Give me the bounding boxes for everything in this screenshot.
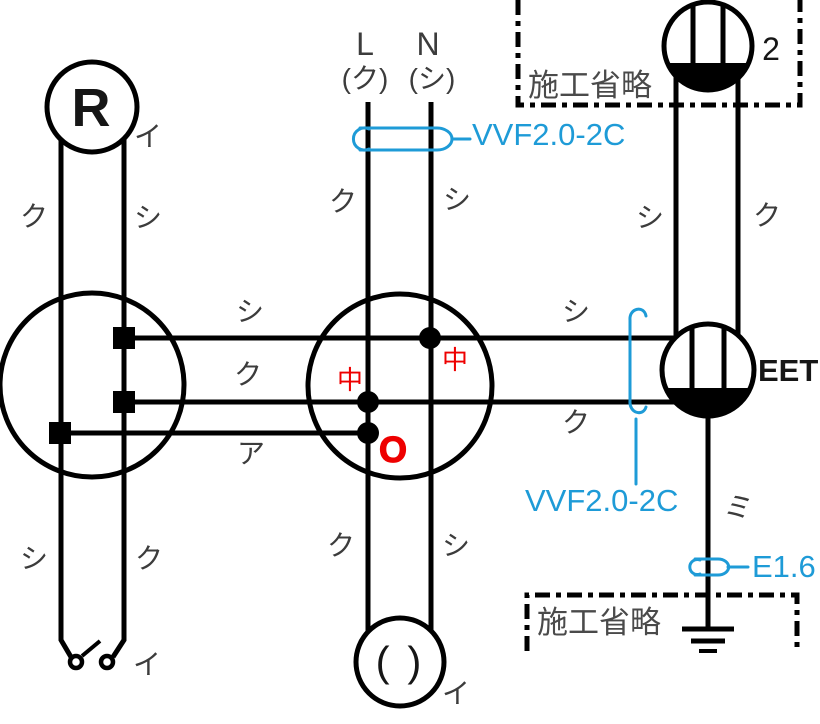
line-l-label: L [356,26,374,62]
lamp-symbol [353,615,447,709]
lamp-inner-marks: ( ) [376,638,425,685]
cable-label-source: VVF2.0-2C [472,117,625,152]
junction-dot-mid [357,391,379,413]
wire-label-switch-left: シ [20,543,48,574]
switch-lever [80,639,102,658]
wire-label-ln-right: シ [443,184,471,215]
wire-label-outlet2-right: ク [753,200,781,231]
junction-box-center [305,291,495,481]
wire-label-left-run-mid: ク [234,359,262,390]
omission-box-bottom [524,592,800,651]
wire-label-left-run-bottom: ア [237,438,265,469]
wire-label-right-run-top: シ [562,296,590,327]
wire-label-lamp-right: シ [442,530,470,561]
outlet2-fill [667,63,749,90]
wire-label-ln-left: ク [329,186,357,217]
receptacle-letter: R [72,78,111,138]
o-mark: O [379,429,407,470]
cable-label-earth: E1.6 [752,549,816,584]
wire-label-outlet2-left: シ [636,202,664,233]
switch-contact-left [67,653,85,671]
omission-label-top: 施工省略 [528,68,652,103]
eet-outlet-fill [666,388,750,416]
omission-box-top [515,0,803,108]
terminal-square-mid [113,391,135,413]
circuit-label-switch: イ [133,649,161,680]
neutral-mark-left: 中 [337,365,363,395]
cable-label-eet-run: VVF2.0-2C [525,483,678,518]
cable-marker-earth-curl [688,558,702,576]
cable-marker-right-bracket [628,307,648,415]
eet-label: EET [758,353,818,388]
cable-marker-top-loop [358,126,454,152]
switch-contact-right [98,653,116,671]
wire-label-r-right: シ [134,202,162,233]
wire-r-left-to-switch [58,140,74,659]
terminal-square-bottom [49,422,71,444]
line-l-wire-label: (ク) [342,63,389,94]
outlet2-count: 2 [762,31,780,67]
wire-label-lamp-left: ク [327,530,355,561]
line-n-label: N [416,26,439,62]
junction-dot-top [419,327,441,349]
wire-label-right-run-bottom: ク [562,407,590,438]
wire-label-switch-right: ク [135,543,163,574]
line-n-wire-label: (シ) [409,63,456,94]
terminal-square-top [113,327,135,349]
wire-label-left-run-top: シ [236,296,264,327]
receptacle-symbol [44,59,140,155]
wire-r-right-to-switch [110,139,127,659]
wire-label-r-left: ク [20,201,48,232]
circuit-label-lamp: イ [442,678,470,709]
omission-label-bottom: 施工省略 [537,605,661,640]
neutral-mark-right: 中 [442,345,468,375]
wire-label-earth: ミ [722,492,750,523]
junction-box-left [0,290,187,480]
circuit-label-receptacle: イ [134,121,162,152]
junction-dot-bottom [357,422,379,444]
